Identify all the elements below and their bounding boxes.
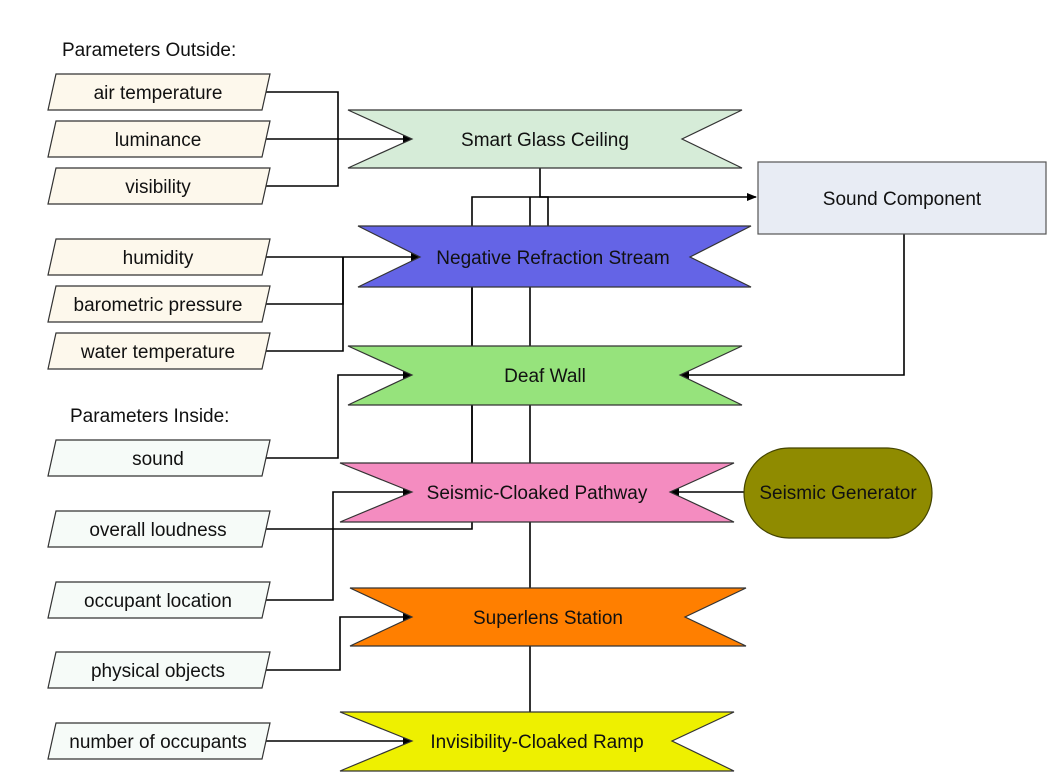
param-barometric-pressure: barometric pressure: [47, 285, 271, 323]
wire-air-temperature: [266, 91, 339, 139]
param-label: barometric pressure: [74, 295, 243, 316]
component-shape: [357, 225, 752, 288]
component-deaf-wall: Deaf Wall: [347, 345, 743, 406]
component-negative-refraction-stream: Negative Refraction Stream: [357, 225, 752, 288]
param-label: visibility: [125, 177, 191, 198]
component-label: Invisibility-Cloaked Ramp: [430, 732, 643, 753]
component-seismic-generator: Seismic Generator: [743, 447, 933, 539]
wire-overall-loudness: [266, 196, 549, 530]
param-physical-objects: physical objects: [47, 651, 271, 689]
param-visibility: visibility: [47, 167, 271, 205]
wire-physical-objects: [266, 613, 413, 671]
param-shape: [47, 651, 271, 689]
param-shape: [47, 332, 271, 370]
param-label: physical objects: [91, 661, 225, 682]
param-shape: [47, 581, 271, 619]
param-label: humidity: [123, 248, 194, 269]
wire-water-temperature: [266, 257, 344, 352]
component-label: Superlens Station: [473, 608, 623, 629]
wire-barometric-pressure: [266, 257, 344, 305]
param-overall-loudness: overall loudness: [47, 510, 271, 548]
component-shape: [339, 711, 735, 772]
param-label: overall loudness: [89, 520, 226, 541]
component-shape: [347, 109, 743, 169]
wire-occupant-location: [266, 488, 413, 601]
component-sound-component: Sound Component: [757, 161, 1047, 235]
param-label: number of occupants: [69, 732, 246, 753]
param-occupant-location: occupant location: [47, 581, 271, 619]
param-shape: [47, 238, 271, 276]
param-shape: [47, 510, 271, 548]
component-shape: [347, 345, 743, 406]
param-air-temperature: air temperature: [47, 73, 271, 111]
param-number-of-occupants: number of occupants: [47, 722, 271, 760]
param-label: sound: [132, 449, 184, 470]
param-shape: [47, 73, 271, 111]
wire-sound-component-to-deafwall: [679, 234, 905, 379]
component-label: Deaf Wall: [504, 366, 586, 387]
param-humidity: humidity: [47, 238, 271, 276]
param-label: water temperature: [80, 342, 235, 363]
component-seismic-cloaked-pathway: Seismic-Cloaked Pathway: [339, 462, 735, 523]
component-label: Seismic Generator: [759, 483, 917, 504]
wire-ceiling-to-sound-component: [539, 168, 757, 201]
param-water-temperature: water temperature: [47, 332, 271, 370]
component-shape: [743, 447, 933, 539]
component-invisibility-cloaked-ramp: Invisibility-Cloaked Ramp: [339, 711, 735, 772]
component-label: Seismic-Cloaked Pathway: [427, 483, 648, 504]
component-shape: [339, 462, 735, 523]
component-shape: [349, 587, 747, 647]
wire-visibility: [266, 139, 339, 187]
connectors: [266, 91, 905, 745]
param-label: luminance: [115, 130, 202, 151]
param-shape: [47, 722, 271, 760]
component-label: Negative Refraction Stream: [436, 248, 669, 269]
param-shape: [47, 439, 271, 477]
param-luminance: luminance: [47, 120, 271, 158]
wire-sound: [266, 371, 413, 459]
param-label: air temperature: [94, 83, 223, 104]
param-shape: [47, 120, 271, 158]
param-sound: sound: [47, 439, 271, 477]
section-label-inside: Parameters Inside:: [70, 406, 229, 427]
component-superlens-station: Superlens Station: [349, 587, 747, 647]
param-label: occupant location: [84, 591, 232, 612]
component-shape: [757, 161, 1047, 235]
component-label: Smart Glass Ceiling: [461, 130, 629, 151]
param-shape: [47, 167, 271, 205]
section-label-outside: Parameters Outside:: [62, 40, 236, 61]
param-shape: [47, 285, 271, 323]
component-label: Sound Component: [823, 189, 982, 210]
component-smart-glass-ceiling: Smart Glass Ceiling: [347, 109, 743, 169]
